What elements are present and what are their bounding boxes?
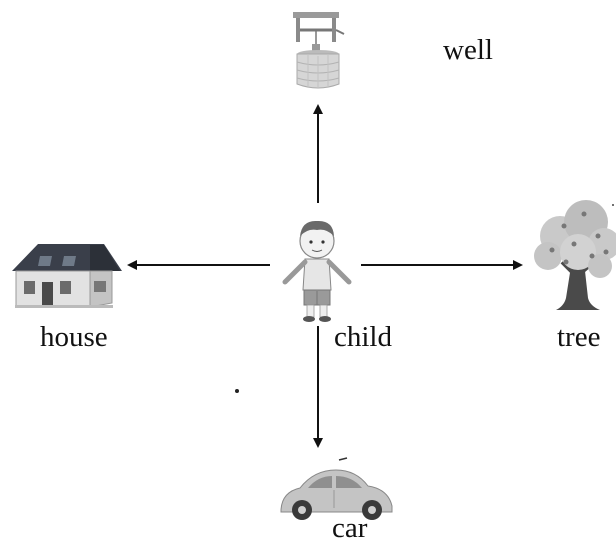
child-icon <box>282 220 352 322</box>
scan-specks <box>235 204 614 461</box>
well-icon <box>293 12 345 89</box>
house-icon <box>12 244 122 308</box>
tree-icon <box>534 200 616 310</box>
child-label: child <box>334 321 392 353</box>
tree-label: tree <box>557 321 601 353</box>
house-label: house <box>40 321 108 353</box>
car-icon <box>280 469 393 520</box>
well-label: well <box>443 34 493 66</box>
car-label: car <box>332 512 368 544</box>
